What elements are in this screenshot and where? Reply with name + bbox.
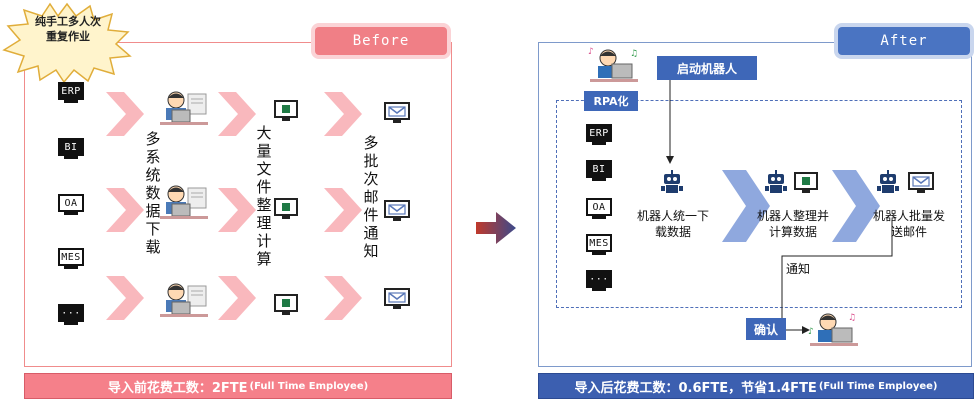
before-step-notify: 多批次邮件通知 xyxy=(363,134,379,260)
operator-icon: ♪♫ xyxy=(808,313,858,346)
svg-text:♫: ♫ xyxy=(848,313,856,323)
before-footer: 导入前花费工数：2FTE(Full Time Employee) xyxy=(24,373,452,399)
system-more-icon: ··· xyxy=(586,270,612,291)
mail-monitor-icon xyxy=(384,288,410,309)
robot-icon xyxy=(661,170,683,193)
svg-text:♫: ♫ xyxy=(630,49,638,59)
svg-text:♪: ♪ xyxy=(808,327,814,337)
after-step-calculate: 机器人整理并计算数据 xyxy=(756,209,829,239)
system-bi-icon: BI xyxy=(586,160,612,181)
operator-icon: ♪♫ xyxy=(588,47,638,82)
system-erp-icon: ERP xyxy=(586,124,612,145)
after-footer-main: 导入后花费工数：0.6FTE，节省1.4FTE xyxy=(574,380,817,396)
office-worker-icon xyxy=(160,283,208,317)
after-tab: After xyxy=(838,27,970,55)
burst-text: 纯手工多人次重复作业 xyxy=(35,15,101,43)
spreadsheet-monitor-icon xyxy=(794,172,818,193)
before-tab: Before xyxy=(315,27,447,55)
after-step-download: 机器人统一下载数据 xyxy=(636,209,709,239)
before-footer-main: 导入前花费工数：2FTE xyxy=(107,380,248,396)
system-oa-icon: OA xyxy=(58,194,84,215)
starburst-callout xyxy=(2,2,132,82)
before-step-calculate: 大量文件整理计算 xyxy=(256,124,272,268)
system-mes-icon: MES xyxy=(586,234,612,255)
robot-icon xyxy=(877,170,899,193)
robot-icon xyxy=(765,170,787,193)
spreadsheet-monitor-icon xyxy=(274,198,298,219)
system-bi-icon: BI xyxy=(58,138,84,159)
after-footer: 导入后花费工数：0.6FTE，节省1.4FTE(Full Time Employ… xyxy=(538,373,974,399)
system-more-icon: ··· xyxy=(58,304,84,325)
before-panel xyxy=(24,42,452,367)
spreadsheet-monitor-icon xyxy=(274,100,298,121)
start-robot-label: 启动机器人 xyxy=(657,56,757,80)
after-footer-note: (Full Time Employee) xyxy=(818,380,938,392)
mail-monitor-icon xyxy=(384,102,410,123)
notify-label: 通知 xyxy=(786,262,811,276)
rpa-tag: RPA化 xyxy=(584,91,638,111)
office-worker-icon xyxy=(160,185,208,219)
before-step-download: 多系统数据下载 xyxy=(145,130,161,256)
transition-arrow-icon xyxy=(476,212,516,244)
rpa-scope xyxy=(556,100,962,308)
svg-text:♪: ♪ xyxy=(588,47,594,57)
office-worker-icon xyxy=(160,91,208,125)
mail-monitor-icon xyxy=(908,172,934,193)
before-footer-note: (Full Time Employee) xyxy=(249,380,369,392)
after-panel xyxy=(538,42,972,367)
system-mes-icon: MES xyxy=(58,248,84,269)
system-oa-icon: OA xyxy=(586,198,612,219)
spreadsheet-monitor-icon xyxy=(274,294,298,315)
confirm-label: 确认 xyxy=(746,318,786,340)
system-erp-icon: ERP xyxy=(58,82,84,103)
after-step-send: 机器人批量发送邮件 xyxy=(872,209,945,239)
mail-monitor-icon xyxy=(384,200,410,221)
